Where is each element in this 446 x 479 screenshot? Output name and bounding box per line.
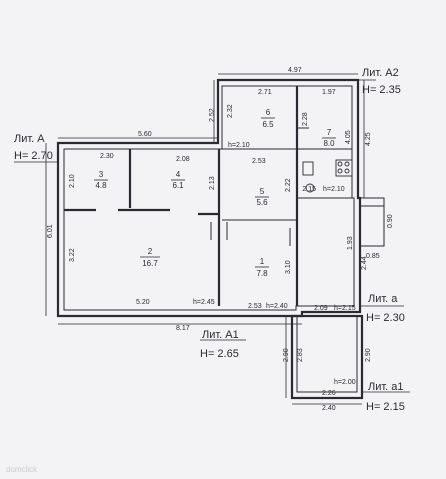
dim-2-40: 2.40	[322, 405, 336, 412]
burner-icon	[344, 161, 350, 167]
room-4-number: 4	[176, 170, 181, 179]
h-2-15: h=2.15	[334, 305, 356, 312]
dim-0-90: 0.90	[387, 214, 394, 228]
dim-2-44: 2.44	[361, 256, 368, 270]
dim-5-20: 5.20	[136, 299, 150, 306]
room-1-number: 1	[260, 257, 265, 266]
dim-2-90-b: 2.90	[365, 348, 372, 362]
sink-icon	[302, 161, 314, 176]
room-4-area: 6.1	[172, 181, 184, 190]
dim-2-32: 2.32	[227, 104, 234, 118]
room-7-area: 8.0	[323, 139, 335, 148]
room-5-area: 5.6	[256, 198, 268, 207]
burner-icon	[337, 168, 343, 174]
dim-2-90-a: 2.90	[283, 348, 290, 362]
porch	[359, 197, 385, 247]
dim-3-10: 3.10	[285, 260, 292, 274]
outer-walls	[56, 78, 385, 400]
dim-8-17: 8.17	[176, 325, 190, 332]
dim-5-60: 5.60	[138, 131, 152, 138]
dim-2-10: 2.10	[69, 174, 76, 188]
lit-a1-small-height: Н= 2.15	[366, 401, 405, 413]
h-2-40: h=2.40	[266, 303, 288, 310]
kitchen-fixtures	[302, 159, 353, 193]
dim-4-25: 4.25	[365, 132, 372, 146]
lit-a2-height: Н= 2.35	[362, 84, 401, 96]
lit-a1-small-name: Лит. а1	[368, 381, 404, 393]
dim-4-05: 4.05	[345, 130, 352, 144]
gas-meter-icon	[305, 183, 315, 193]
partitions	[64, 86, 354, 306]
dim-2-28: 2.28	[302, 112, 309, 126]
room-5-number: 5	[260, 187, 265, 196]
lit-a-name: Лит. А	[14, 133, 45, 145]
dim-2-22: 2.22	[285, 178, 292, 192]
dim-2-13: 2.13	[209, 176, 216, 190]
room-labels: 3 4.8 4 6.1 2 16.7 5 5.6 1 7.8 6 6.5 7 8…	[94, 108, 336, 278]
annex-a1-inner	[296, 315, 358, 393]
burner-icon	[344, 168, 350, 174]
room-1-area: 7.8	[256, 269, 268, 278]
room-7-number: 7	[327, 128, 332, 137]
dim-1-97: 1.97	[322, 89, 336, 96]
dimension-texts: 4.97 2.71 1.97 2.52 2.32 2.28 4.25 4.05 …	[47, 67, 394, 412]
h-2-00: h=2.00	[334, 379, 356, 386]
dim-2-15: 2.15	[302, 186, 316, 193]
lit-a1-height: Н= 2.65	[200, 348, 239, 360]
lit-a-small-height: Н= 2.30	[366, 312, 405, 324]
dim-4-97: 4.97	[288, 67, 302, 74]
dim-2-83: 2.83	[297, 348, 304, 362]
dim-2-30: 2.30	[100, 153, 114, 160]
dim-2-52: 2.52	[209, 108, 216, 122]
dim-6-01: 6.01	[47, 224, 54, 238]
burner-icon	[337, 161, 343, 167]
room-3-number: 3	[99, 170, 104, 179]
h-2-45: h=2.45	[193, 299, 215, 306]
lit-a-height: Н= 2.70	[14, 150, 53, 162]
lit-a2-name: Лит. А2	[362, 67, 399, 79]
lit-a1-name: Лит. А1	[202, 329, 239, 341]
liter-labels: Лит. А Н= 2.70 Лит. А2 Н= 2.35 Лит. А1 Н…	[14, 67, 405, 413]
lit-a-small-name: Лит. а	[368, 293, 398, 305]
dim-1-93: 1.93	[347, 236, 354, 250]
dim-2-09: 2.09	[314, 305, 328, 312]
dimension-lines	[14, 73, 410, 405]
watermark: domclick	[6, 465, 38, 474]
room-6-area: 6.5	[262, 120, 274, 129]
room-3-area: 4.8	[95, 181, 107, 190]
room-2-area: 16.7	[142, 259, 158, 268]
h-2-10-b: h=2.10	[323, 186, 345, 193]
dim-2-53: 2.53	[252, 158, 266, 165]
dim-2-53-b: 2.53	[248, 303, 262, 310]
h-2-10-a: h=2.10	[228, 142, 250, 149]
room-6-number: 6	[266, 108, 271, 117]
dim-3-22: 3.22	[69, 248, 76, 262]
dim-2-08: 2.08	[176, 156, 190, 163]
dim-0-85: 0.85	[366, 253, 380, 260]
room-2-number: 2	[148, 247, 153, 256]
dim-2-26: 2.26	[322, 390, 336, 397]
dim-2-71: 2.71	[258, 89, 272, 96]
